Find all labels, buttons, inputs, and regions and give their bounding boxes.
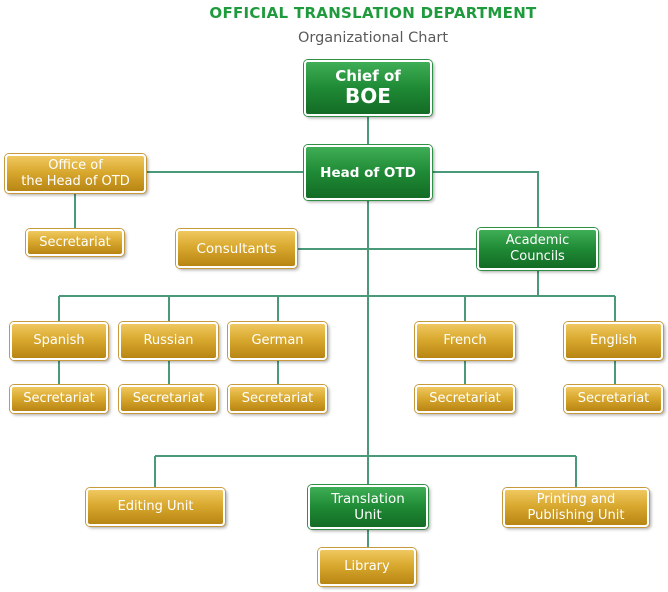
german-label: German bbox=[251, 333, 304, 348]
russian-secretariat-box: Secretariat bbox=[119, 385, 218, 413]
academic-label-line2: Councils bbox=[510, 249, 565, 264]
office-secretariat-label: Secretariat bbox=[39, 234, 111, 250]
german-secretariat-label: Secretariat bbox=[241, 391, 314, 406]
chief-label-line2: BOE bbox=[345, 84, 391, 108]
english-secretariat-label: Secretariat bbox=[577, 391, 650, 406]
chart-subtitle: Organizational Chart bbox=[297, 30, 449, 46]
english-secretariat-box: Secretariat bbox=[564, 385, 663, 413]
office-label-line1: Office of bbox=[48, 157, 103, 173]
office-label-line2: the Head of OTD bbox=[21, 173, 130, 189]
russian-secretariat-label: Secretariat bbox=[132, 391, 205, 406]
spanish-secretariat-box: Secretariat bbox=[10, 385, 108, 413]
english-box: English bbox=[564, 322, 663, 360]
academic-label-line1: Academic bbox=[505, 233, 570, 248]
french-box: French bbox=[415, 322, 515, 360]
editing-label: Editing Unit bbox=[117, 499, 194, 514]
chart-title: OFFICIAL TRANSLATION DEPARTMENT bbox=[209, 4, 537, 22]
spanish-secretariat-label: Secretariat bbox=[23, 391, 95, 406]
spanish-box: Spanish bbox=[10, 322, 108, 360]
printing-publishing-box: Printing and Publishing Unit bbox=[503, 488, 649, 527]
russian-label: Russian bbox=[143, 333, 194, 348]
consultants-label: Consultants bbox=[196, 240, 277, 257]
translation-label-line1: Translation bbox=[331, 491, 405, 507]
line-head-academic bbox=[432, 171, 539, 228]
editing-unit-box: Editing Unit bbox=[86, 488, 225, 526]
office-secretariat-box: Secretariat bbox=[26, 229, 124, 256]
consultants-box: Consultants bbox=[176, 229, 297, 268]
german-secretariat-box: Secretariat bbox=[228, 385, 327, 413]
printing-label-line1: Printing and bbox=[536, 491, 616, 507]
spanish-label: Spanish bbox=[33, 333, 85, 348]
head-of-otd-box: Head of OTD bbox=[304, 145, 432, 200]
chief-of-boe-box: Chief of BOE bbox=[304, 60, 432, 116]
office-of-head-box: Office of the Head of OTD bbox=[5, 154, 146, 193]
translation-unit-box: Translation Unit bbox=[308, 485, 428, 529]
library-box: Library bbox=[318, 548, 416, 586]
french-secretariat-box: Secretariat bbox=[415, 385, 515, 413]
head-label: Head of OTD bbox=[320, 164, 416, 181]
french-label: French bbox=[443, 333, 487, 348]
french-secretariat-label: Secretariat bbox=[429, 391, 501, 406]
german-box: German bbox=[228, 322, 327, 360]
chief-label-line1: Chief of bbox=[335, 67, 401, 85]
translation-label-line2: Unit bbox=[354, 507, 382, 523]
library-label: Library bbox=[344, 559, 390, 574]
russian-box: Russian bbox=[119, 322, 218, 360]
printing-label-line2: Publishing Unit bbox=[527, 507, 625, 523]
english-label: English bbox=[590, 333, 637, 348]
academic-councils-box: Academic Councils bbox=[477, 228, 598, 270]
